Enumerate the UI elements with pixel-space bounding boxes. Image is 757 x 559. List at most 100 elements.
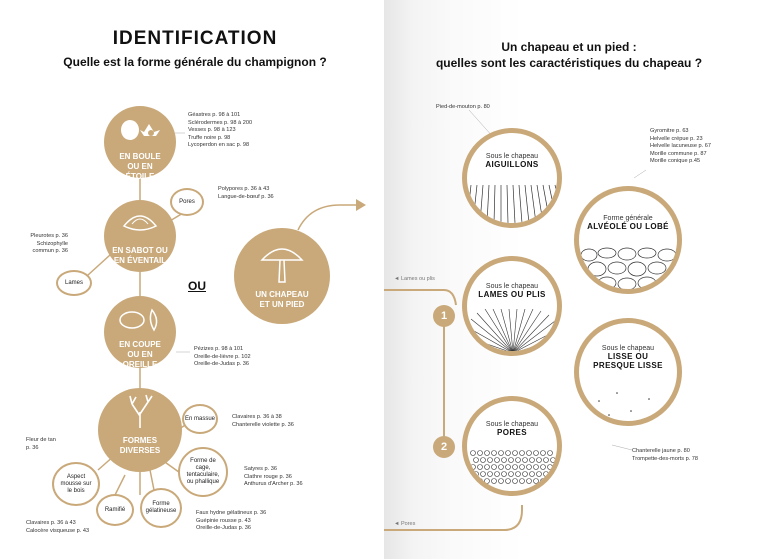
pores-pattern <box>470 450 556 484</box>
right-page: Un chapeau et un pied : quelles sont les… <box>384 0 757 559</box>
ref-line: Calocère visqueuse p. 43 <box>26 527 90 534</box>
ref-line: Pied-de-mouton p. 80 <box>436 104 490 110</box>
right-title-line2: quelles sont les caractéristiques du cha… <box>435 56 703 70</box>
cage-label: Forme de cage, tentaculaire, ou phalliqu… <box>186 458 220 485</box>
mushroom-icon <box>260 248 304 283</box>
aspect-label: Aspect mousse sur le bois <box>60 473 92 494</box>
refs-aspect: Fleur de tan p. 36 <box>26 437 56 452</box>
refs-gelatineuse: Faux hydne gélatineux p. 36 Guépinie rou… <box>196 510 266 533</box>
lames-label: Lames <box>64 279 83 286</box>
gills-pattern <box>467 309 557 351</box>
ref-line: Chanterelle violette p. 36 <box>232 421 294 428</box>
ref-line: Gyromitre p. 63 <box>650 128 689 134</box>
circle-label: EN COUPE OU EN OREILLE <box>119 340 161 369</box>
circle-gelatineuse: Forme gélatineuse <box>140 488 182 528</box>
refs-ramifie: Clavaires p. 36 à 43 Calocère visqueuse … <box>26 520 89 535</box>
circle-line1: Forme générale <box>603 215 653 222</box>
right-title-line1: Un chapeau et un pied : <box>501 40 637 54</box>
page-title: IDENTIFICATION <box>112 28 278 49</box>
circle-lisse: Sous le chapeau LISSE OU PRESQUE LISSE <box>574 318 682 426</box>
circle-lames-plis: Sous le chapeau LAMES OU PLIS <box>462 256 562 356</box>
circle-line2: LAMES OU PLIS <box>478 290 546 299</box>
circle-aspect-mousse: Aspect mousse sur le bois <box>52 462 100 506</box>
refs-aiguillons: Pied-de-mouton p. 80 <box>436 104 490 112</box>
refs-lames: Pleurotes p. 36 Schizophylle commun p. 3… <box>22 233 68 256</box>
ref-line: Oreille-de-Judas p. 36 <box>196 525 252 532</box>
circle-line2: AIGUILLONS <box>485 160 539 169</box>
pores-label: Pores <box>179 198 195 205</box>
honeycomb-pattern <box>579 247 677 289</box>
step-number-1: 1 <box>433 305 455 327</box>
ref-line: Vesses p. 98 à 123 <box>188 127 236 134</box>
ref-line: p. 36 <box>26 444 39 451</box>
ref-line: Guépinie rousse p. 43 <box>196 517 251 524</box>
ref-line: Faux hydne gélatineux p. 36 <box>196 510 267 516</box>
refs-cage: Satyres p. 36 Clathre rouge p. 36 Anthur… <box>244 466 303 489</box>
ou-label: OU <box>188 279 206 293</box>
ref-line: Chanterelle jaune p. 80 <box>632 448 690 454</box>
ref-line: Trompette-des-morts p. 78 <box>632 455 699 462</box>
ramifie-label: Ramifié <box>104 506 126 513</box>
ref-line: Sclérodermes p. 98 à 200 <box>188 119 253 126</box>
ref-line: Lycoperdon en sac p. 98 <box>188 142 250 149</box>
ref-line: Helvelle crépue p. 23 <box>650 135 703 142</box>
circle-label: FORMES DIVERSES <box>119 436 161 455</box>
circle-forme-cage: Forme de cage, tentaculaire, ou phalliqu… <box>178 447 228 497</box>
circle-formes-diverses: FORMES DIVERSES <box>98 388 182 472</box>
page-subtitle: Quelle est la forme générale du champign… <box>63 55 327 69</box>
circle-ramifie: Ramifié <box>96 494 134 526</box>
ref-line: Morille conique p.45 <box>650 158 701 165</box>
circle-line1: Sous le chapeau <box>601 345 655 352</box>
circle-label: EN BOULE OU EN ÉTOILE <box>119 152 161 181</box>
circle-pores-right: Sous le chapeau PORES <box>462 396 562 496</box>
circle-line1: Sous le chapeau <box>485 153 539 160</box>
ref-line: Satyres p. 36 <box>244 466 277 472</box>
bracket-fungus-icon <box>122 215 158 231</box>
refs-boule: Géastres p. 98 à 101 Sclérodermes p. 98 … <box>188 112 252 150</box>
refs-coupe: Pézizes p. 98 à 101 Oreille-de-lièvre p.… <box>194 346 251 369</box>
refs-massue: Clavaires p. 36 à 38 Chanterelle violett… <box>232 414 294 429</box>
circle-label: EN SABOT OU EN ÉVENTAIL <box>112 246 168 265</box>
circle-en-sabot: EN SABOT OU EN ÉVENTAIL <box>104 200 176 272</box>
circle-aiguillons: Sous le chapeau AIGUILLONS <box>462 128 562 228</box>
ref-line: Truffe noire p. 98 <box>188 134 231 141</box>
ref-line: Anthurus d'Archer p. 36 <box>244 481 303 488</box>
ref-line: commun p. 36 <box>32 248 68 255</box>
gelatineuse-label: Forme gélatineuse <box>145 501 177 514</box>
circle-alveole: Forme générale ALVÉOLÉ OU LOBÉ <box>574 186 682 294</box>
circle-en-boule: EN BOULE OU EN ÉTOILE <box>104 106 176 181</box>
step-number-2: 2 <box>433 436 455 458</box>
ref-line: Oreille-de-lièvre p. 102 <box>194 353 251 360</box>
ref-line: Fleur de tan <box>26 437 56 443</box>
ref-line: Schizophylle <box>36 240 68 247</box>
circle-label: UN CHAPEAU ET UN PIED <box>255 290 309 309</box>
circle-line2: ALVÉOLÉ OU LOBÉ <box>587 222 669 231</box>
ref-line: Pézizes p. 98 à 101 <box>194 346 244 352</box>
circle-chapeau-pied: UN CHAPEAU ET UN PIED <box>234 228 330 324</box>
smooth-pattern <box>598 392 662 416</box>
ref-line: Clavaires p. 36 à 38 <box>232 414 282 420</box>
ref-line: Géastres p. 98 à 101 <box>188 112 241 118</box>
ref-line: Helvelle lacuneuse p. 67 <box>650 143 711 150</box>
circle-en-coupe: EN COUPE OU EN OREILLE <box>104 296 176 369</box>
circle-line3: PRESQUE LISSE <box>593 361 663 370</box>
refs-alveole: Gyromitre p. 63 Helvelle crépue p. 23 He… <box>650 128 711 166</box>
circle-line2: PORES <box>496 428 527 437</box>
ref-line: Oreille-de-Judas p. 36 <box>194 361 250 368</box>
coral-fungus-icon <box>129 394 153 428</box>
circle-line1: Sous le chapeau <box>485 421 539 428</box>
ref-line: Clavaires p. 36 à 43 <box>26 520 76 526</box>
ref-line: Polypores p. 36 à 43 <box>218 186 270 192</box>
cup-fungus-icon <box>119 308 158 332</box>
refs-pores: Polypores p. 36 à 43 Langue-de-bœuf p. 3… <box>218 186 274 201</box>
left-page: IDENTIFICATION Quelle est la forme génér… <box>22 28 366 535</box>
spines-pattern <box>467 184 557 223</box>
massue-label: En massue <box>184 415 215 422</box>
ref-line: Morille commune p. 87 <box>650 150 707 157</box>
tag-lames: ◄ Lames ou plis <box>394 276 435 282</box>
ref-line: Langue-de-bœuf p. 36 <box>218 193 274 200</box>
puffball-icon <box>121 120 160 140</box>
circle-line2: LISSE OU <box>607 352 649 361</box>
refs-lisse: Chanterelle jaune p. 80 Trompette-des-mo… <box>632 448 698 463</box>
